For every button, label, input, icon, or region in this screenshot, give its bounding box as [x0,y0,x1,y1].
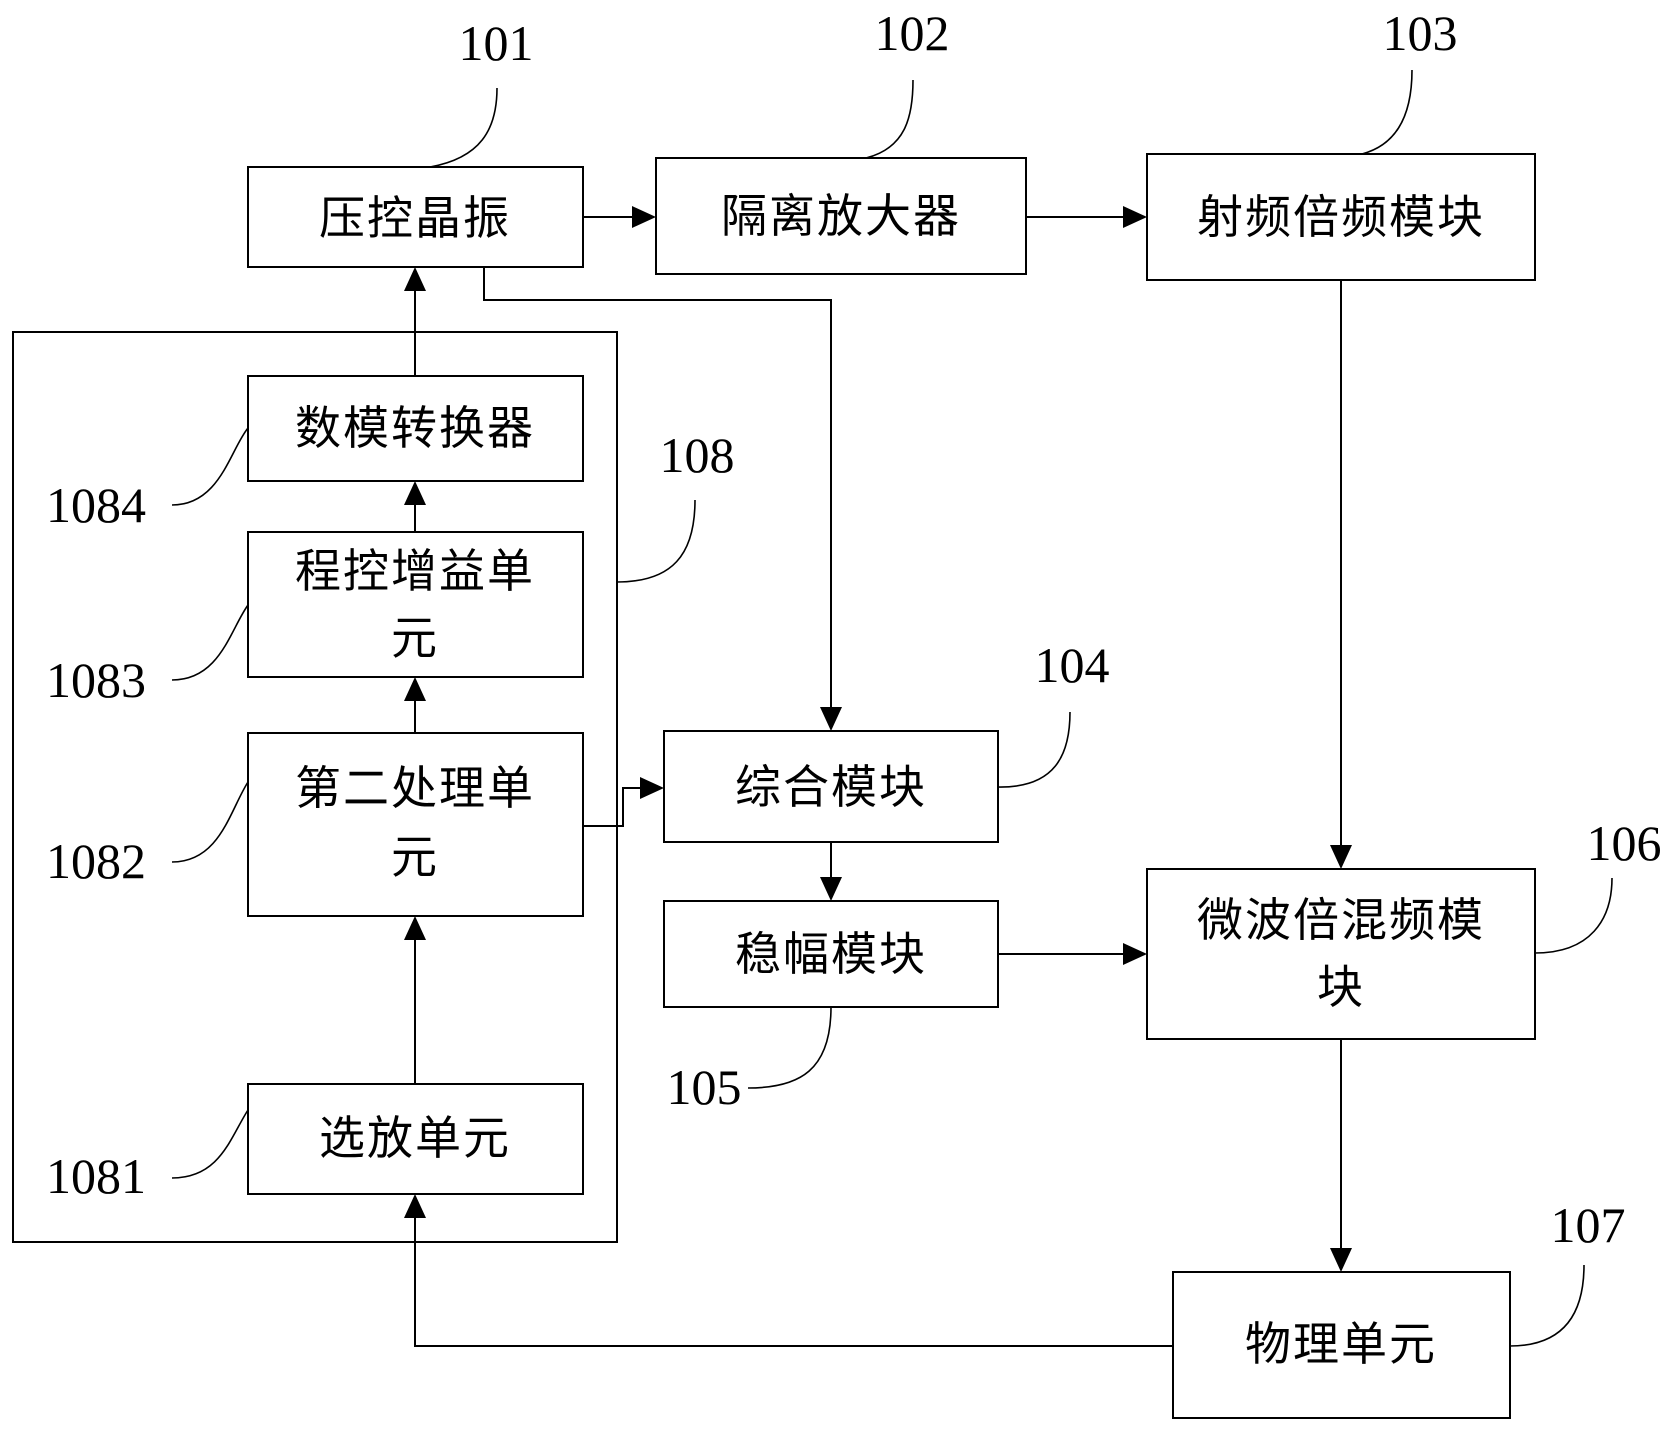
isolation-amplifier-label: 隔离放大器 [721,189,961,243]
arrowhead-icon [404,267,426,291]
second-processing-label-line2: 元 [391,830,439,884]
ref-104: 104 [1035,637,1110,693]
dac-label: 数模转换器 [295,401,535,455]
leader-107 [1510,1265,1584,1346]
arrowhead-icon [632,206,656,228]
rf-multiplier-label: 射频倍频模块 [1197,190,1485,244]
leader-104 [998,712,1070,787]
ref-1081: 1081 [46,1148,146,1204]
microwave-mixer-label-line1: 微波倍混频模 [1197,893,1485,947]
ref-101: 101 [459,15,534,71]
arrowhead-icon [820,707,842,731]
ref-108: 108 [660,427,735,483]
leader-108 [617,500,695,582]
amplitude-stabilizer-label: 稳幅模块 [735,927,927,981]
arrowhead-icon [1123,206,1147,228]
synthesis-label: 综合模块 [735,760,927,814]
ref-107: 107 [1551,1197,1626,1253]
ref-1082: 1082 [46,833,146,889]
selective-amp-label: 选放单元 [319,1111,511,1165]
ref-1083: 1083 [46,652,146,708]
programmable-gain-label-line1: 程控增益单 [295,544,535,598]
leader-106 [1535,878,1612,953]
second-processing-label-line1: 第二处理单 [295,761,535,815]
arrowhead-icon [820,877,842,901]
vco-label: 压控晶振 [319,191,511,245]
ref-105: 105 [667,1059,742,1115]
ref-103: 103 [1383,5,1458,61]
ref-106: 106 [1587,815,1662,871]
microwave-mixer-label-line2: 块 [1317,960,1365,1014]
ref-102: 102 [875,5,950,61]
physics-unit-label: 物理单元 [1245,1317,1437,1371]
leader-102 [866,80,913,158]
leader-103 [1362,70,1412,154]
leader-101 [430,88,497,167]
arrowhead-icon [1330,1248,1352,1272]
programmable-gain-label-line2: 元 [391,611,439,665]
leader-105 [748,1007,831,1088]
arrowhead-icon [1123,943,1147,965]
arrowhead-icon [640,777,664,799]
arrowhead-icon [1330,845,1352,869]
ref-1084: 1084 [46,477,146,533]
